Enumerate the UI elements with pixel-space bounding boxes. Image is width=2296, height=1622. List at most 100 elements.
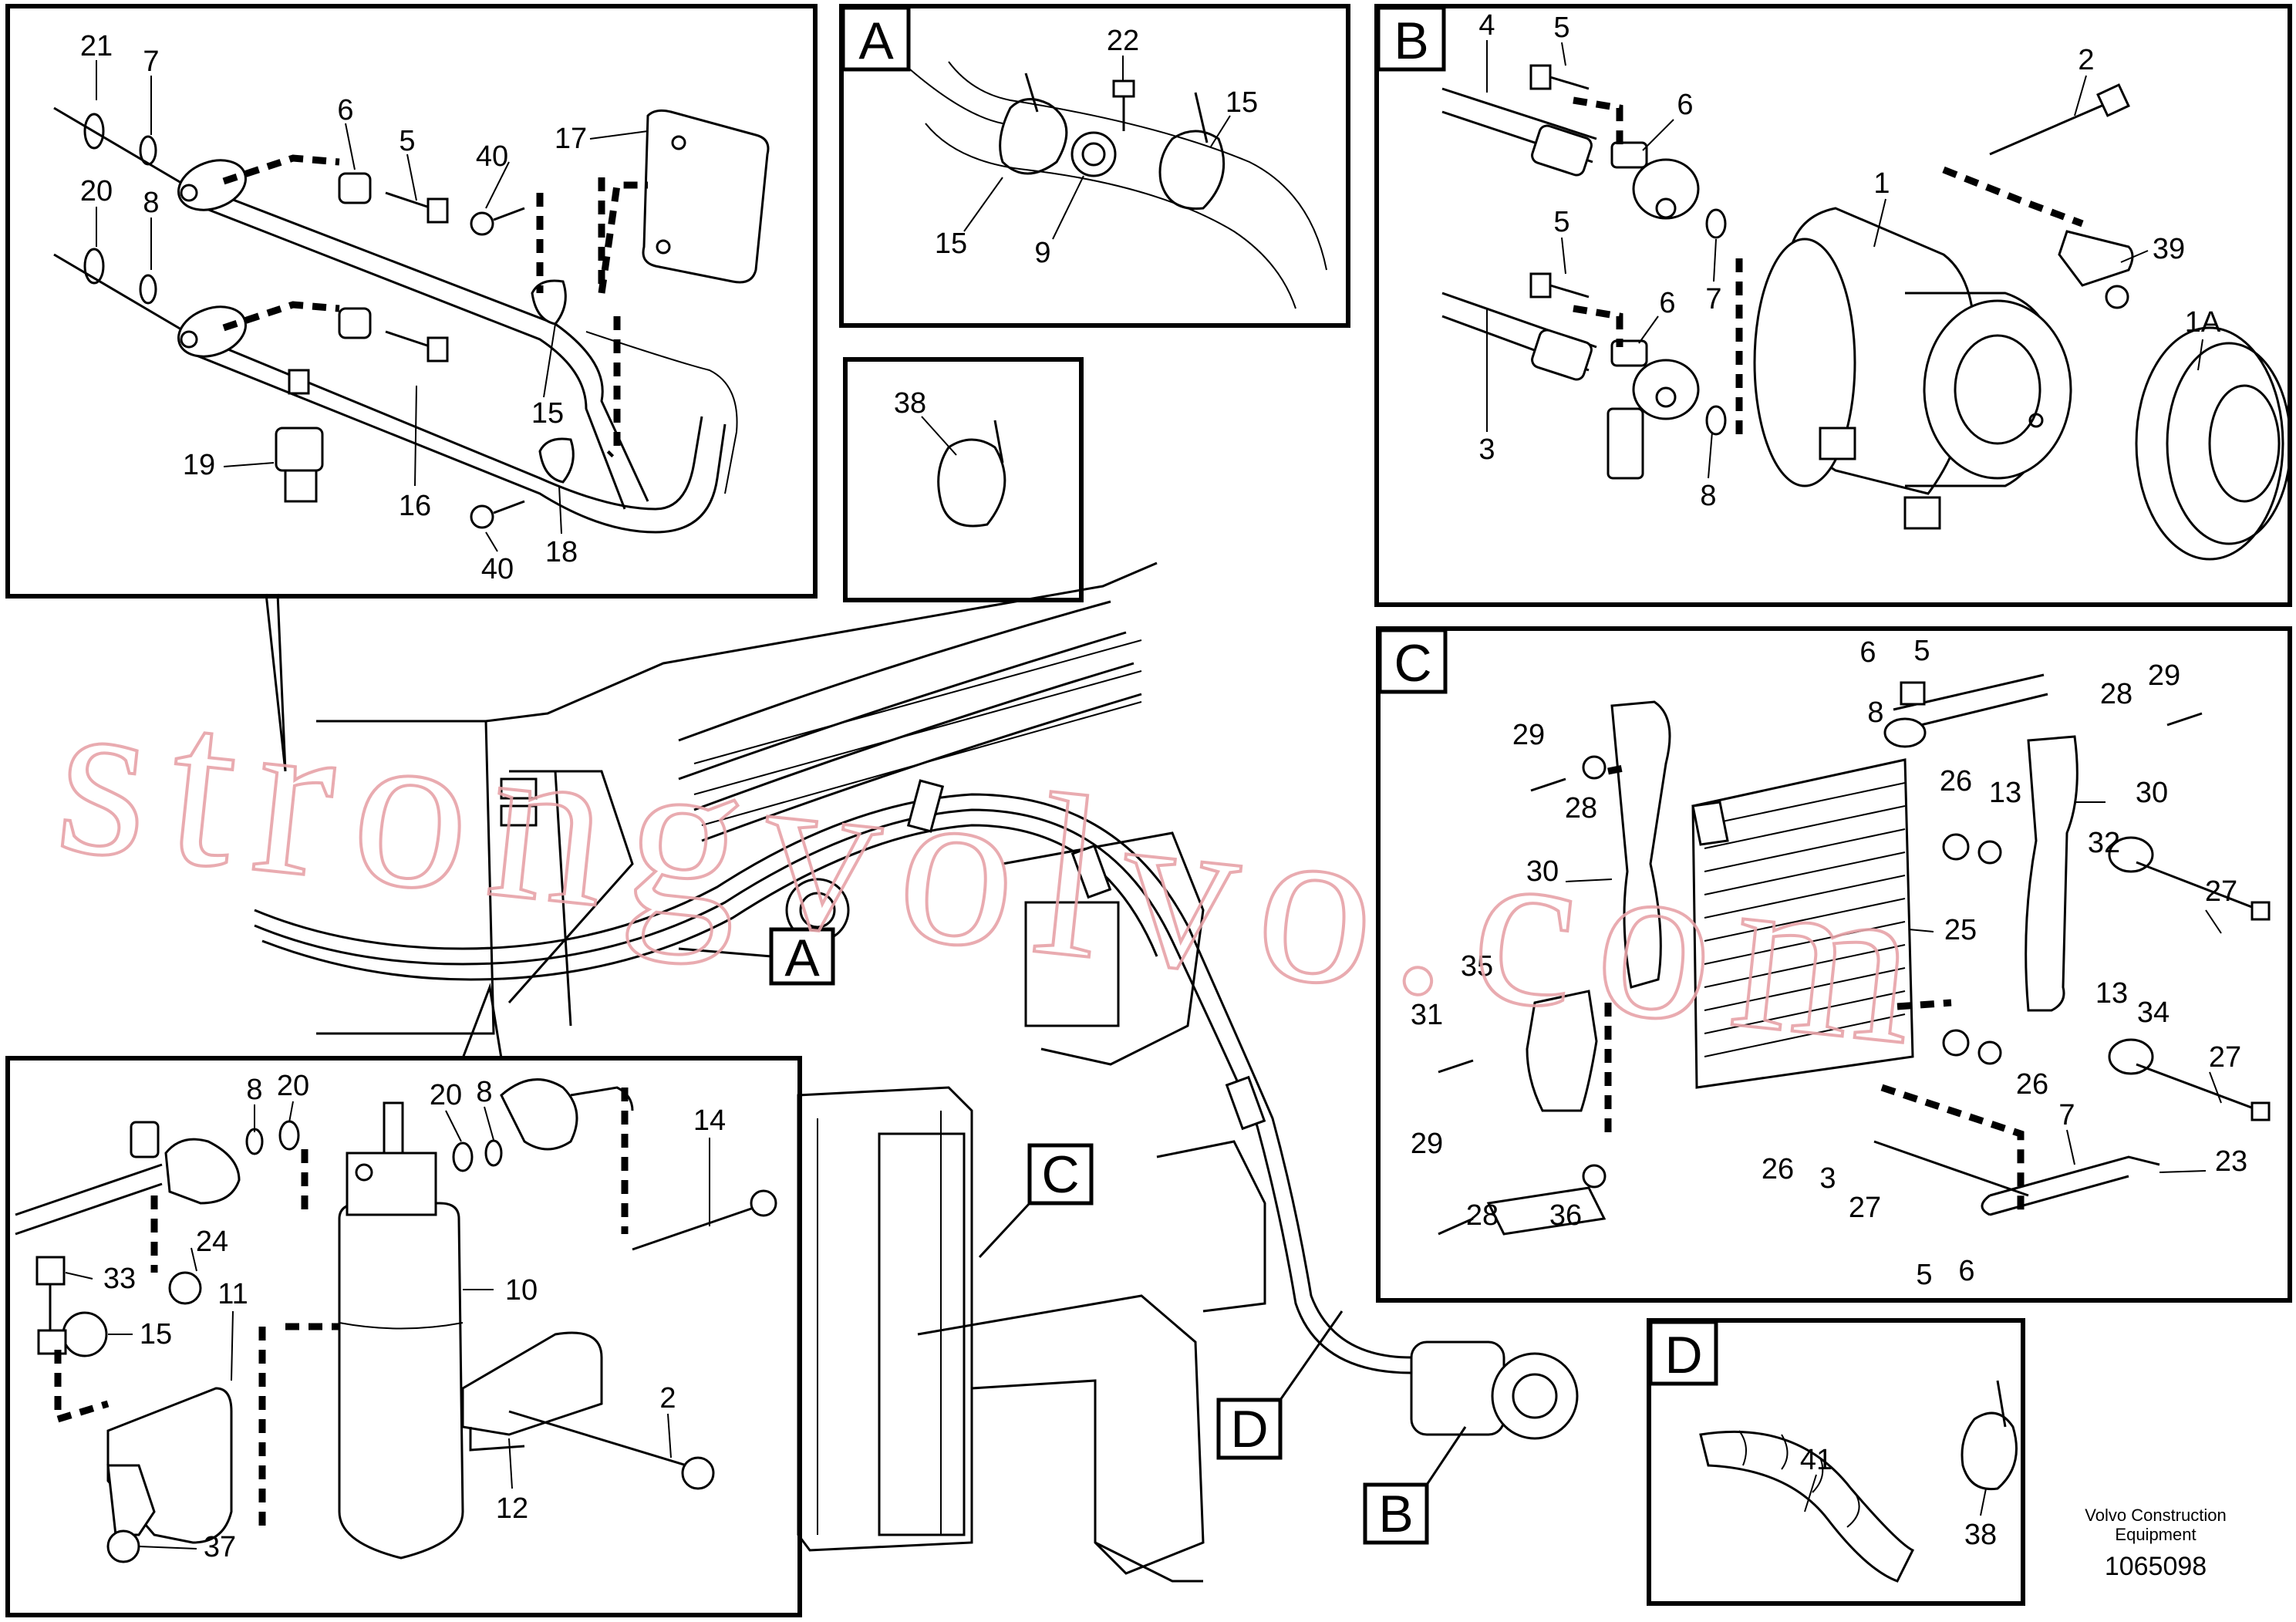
tl-label-15: 15 [531,397,564,430]
main-callout-B[interactable]: B [1363,1426,1467,1545]
bl-label-8a: 8 [246,1074,262,1106]
panel-C-letter: C [1394,634,1431,693]
panel-A: A [839,4,1350,328]
A-label-22: 22 [1107,25,1139,57]
C-label-28a: 28 [2100,678,2132,710]
main-callout-B-letter: B [1378,1485,1413,1543]
panel-bottom-left-labels: 8 20 20 8 14 24 33 10 11 15 2 12 37 [65,1070,726,1563]
panel-D-labels: 41 38 [1800,1444,1997,1551]
main-compressor [1410,1340,1579,1440]
panel-top-left-labels: 21 7 6 5 40 17 20 8 15 19 16 18 40 [80,30,649,585]
bl-label-24: 24 [196,1226,228,1258]
tl-label-8: 8 [143,187,159,219]
main-assembly-drawing [254,561,1579,1583]
bl-label-20a: 20 [277,1070,309,1102]
C-label-23: 23 [2215,1145,2247,1178]
bl-label-11: 11 [217,1278,248,1310]
C-label-34: 34 [2137,996,2170,1029]
B-label-6a: 6 [1677,89,1693,121]
C-label-26b: 26 [2016,1068,2048,1101]
tl-label-20: 20 [80,175,113,207]
main-callout-C[interactable]: C [978,1143,1094,1259]
panel-D: D [1647,1318,2025,1606]
B-label-5a: 5 [1553,12,1569,44]
B-label-8: 8 [1700,480,1716,512]
panel-B-letter: B [1394,12,1428,70]
A-label-9: 9 [1034,237,1050,269]
tl-label-16: 16 [399,490,431,522]
main-callout-D[interactable]: D [1216,1310,1344,1460]
panel-top-left [5,4,818,599]
C-label-32: 32 [2088,827,2120,859]
bl-label-20b: 20 [430,1079,462,1111]
C-label-6b: 6 [1958,1255,1974,1287]
bl-label-14: 14 [693,1104,726,1137]
C-label-30b: 30 [1526,855,1559,888]
C-label-31: 31 [1411,999,1443,1031]
C-label-26a: 26 [1940,765,1972,798]
bl-label-2: 2 [659,1382,676,1415]
D-label-38: 38 [1964,1519,1997,1551]
bl-label-12: 12 [496,1492,528,1525]
main-callout-A[interactable]: A [678,927,835,987]
panel-A-labels: 22 15 15 9 [935,25,1258,269]
B-label-1A: 1A [2185,306,2221,339]
C-label-7: 7 [2058,1099,2075,1131]
footer-drawing-number: 1065098 [2105,1552,2207,1581]
panel-clip: 38 [843,357,1084,602]
bl-label-10: 10 [505,1274,538,1307]
panel-D-letter: D [1664,1326,1702,1384]
bl-label-33: 33 [103,1263,136,1295]
B-label-5b: 5 [1553,206,1569,238]
panel-bottom-left [5,1056,802,1617]
C-label-35: 35 [1461,950,1493,983]
C-label-25: 25 [1944,914,1977,946]
C-label-3: 3 [1819,1162,1836,1195]
tl-label-21: 21 [80,30,113,62]
C-label-30a: 30 [2136,777,2168,809]
panel-C: C [1376,626,2292,1303]
C-label-27b: 27 [2209,1041,2241,1074]
main-callout-C-letter: C [1041,1145,1079,1204]
C-label-27c: 27 [1849,1192,1881,1224]
tl-label-17: 17 [555,123,587,155]
tl-label-5: 5 [399,125,415,157]
tl-label-18: 18 [545,536,578,568]
B-label-7: 7 [1705,283,1721,315]
D-label-41: 41 [1800,1444,1832,1476]
C-label-29c: 29 [1411,1128,1443,1160]
bl-label-8b: 8 [476,1076,492,1108]
C-label-8: 8 [1867,696,1883,729]
B-label-39: 39 [2153,233,2185,265]
main-callout-A-letter: A [784,929,820,987]
C-label-6a: 6 [1859,636,1876,669]
A-label-15a: 15 [1226,86,1258,119]
tl-label-19: 19 [183,449,215,481]
C-label-5b: 5 [1916,1259,1932,1291]
panel-B: B [1374,4,2292,607]
C-label-26c: 26 [1762,1153,1794,1185]
bl-label-37: 37 [204,1531,236,1563]
clip-label-38: 38 [894,387,926,420]
B-label-4: 4 [1478,9,1495,42]
panel-A-letter: A [858,12,894,70]
B-label-6b: 6 [1659,287,1675,319]
C-label-28b: 28 [1565,792,1597,824]
tl-label-40: 40 [476,140,508,173]
panel-B-labels: 4 5 6 2 1 39 5 6 7 1A 3 8 [1478,9,2220,512]
bl-label-15: 15 [140,1318,172,1351]
C-label-13b: 13 [2095,977,2128,1010]
C-label-13a: 13 [1989,777,2021,809]
footer-brand-line1: Volvo Construction [2085,1506,2226,1525]
C-label-36: 36 [1549,1199,1582,1232]
C-label-28c: 28 [1466,1199,1499,1232]
main-callout-D-letter: D [1230,1400,1268,1458]
panel-C-labels: 6 5 28 29 8 29 28 26 13 30 30 32 27 25 3… [1411,635,2247,1291]
C-label-29b: 29 [1512,719,1545,751]
C-label-5a: 5 [1913,635,1930,667]
tl-label-6: 6 [337,94,353,126]
A-label-15b: 15 [935,228,967,260]
tl-label-40b: 40 [481,553,514,585]
footer: Volvo Construction Equipment 1065098 [2085,1506,2226,1581]
